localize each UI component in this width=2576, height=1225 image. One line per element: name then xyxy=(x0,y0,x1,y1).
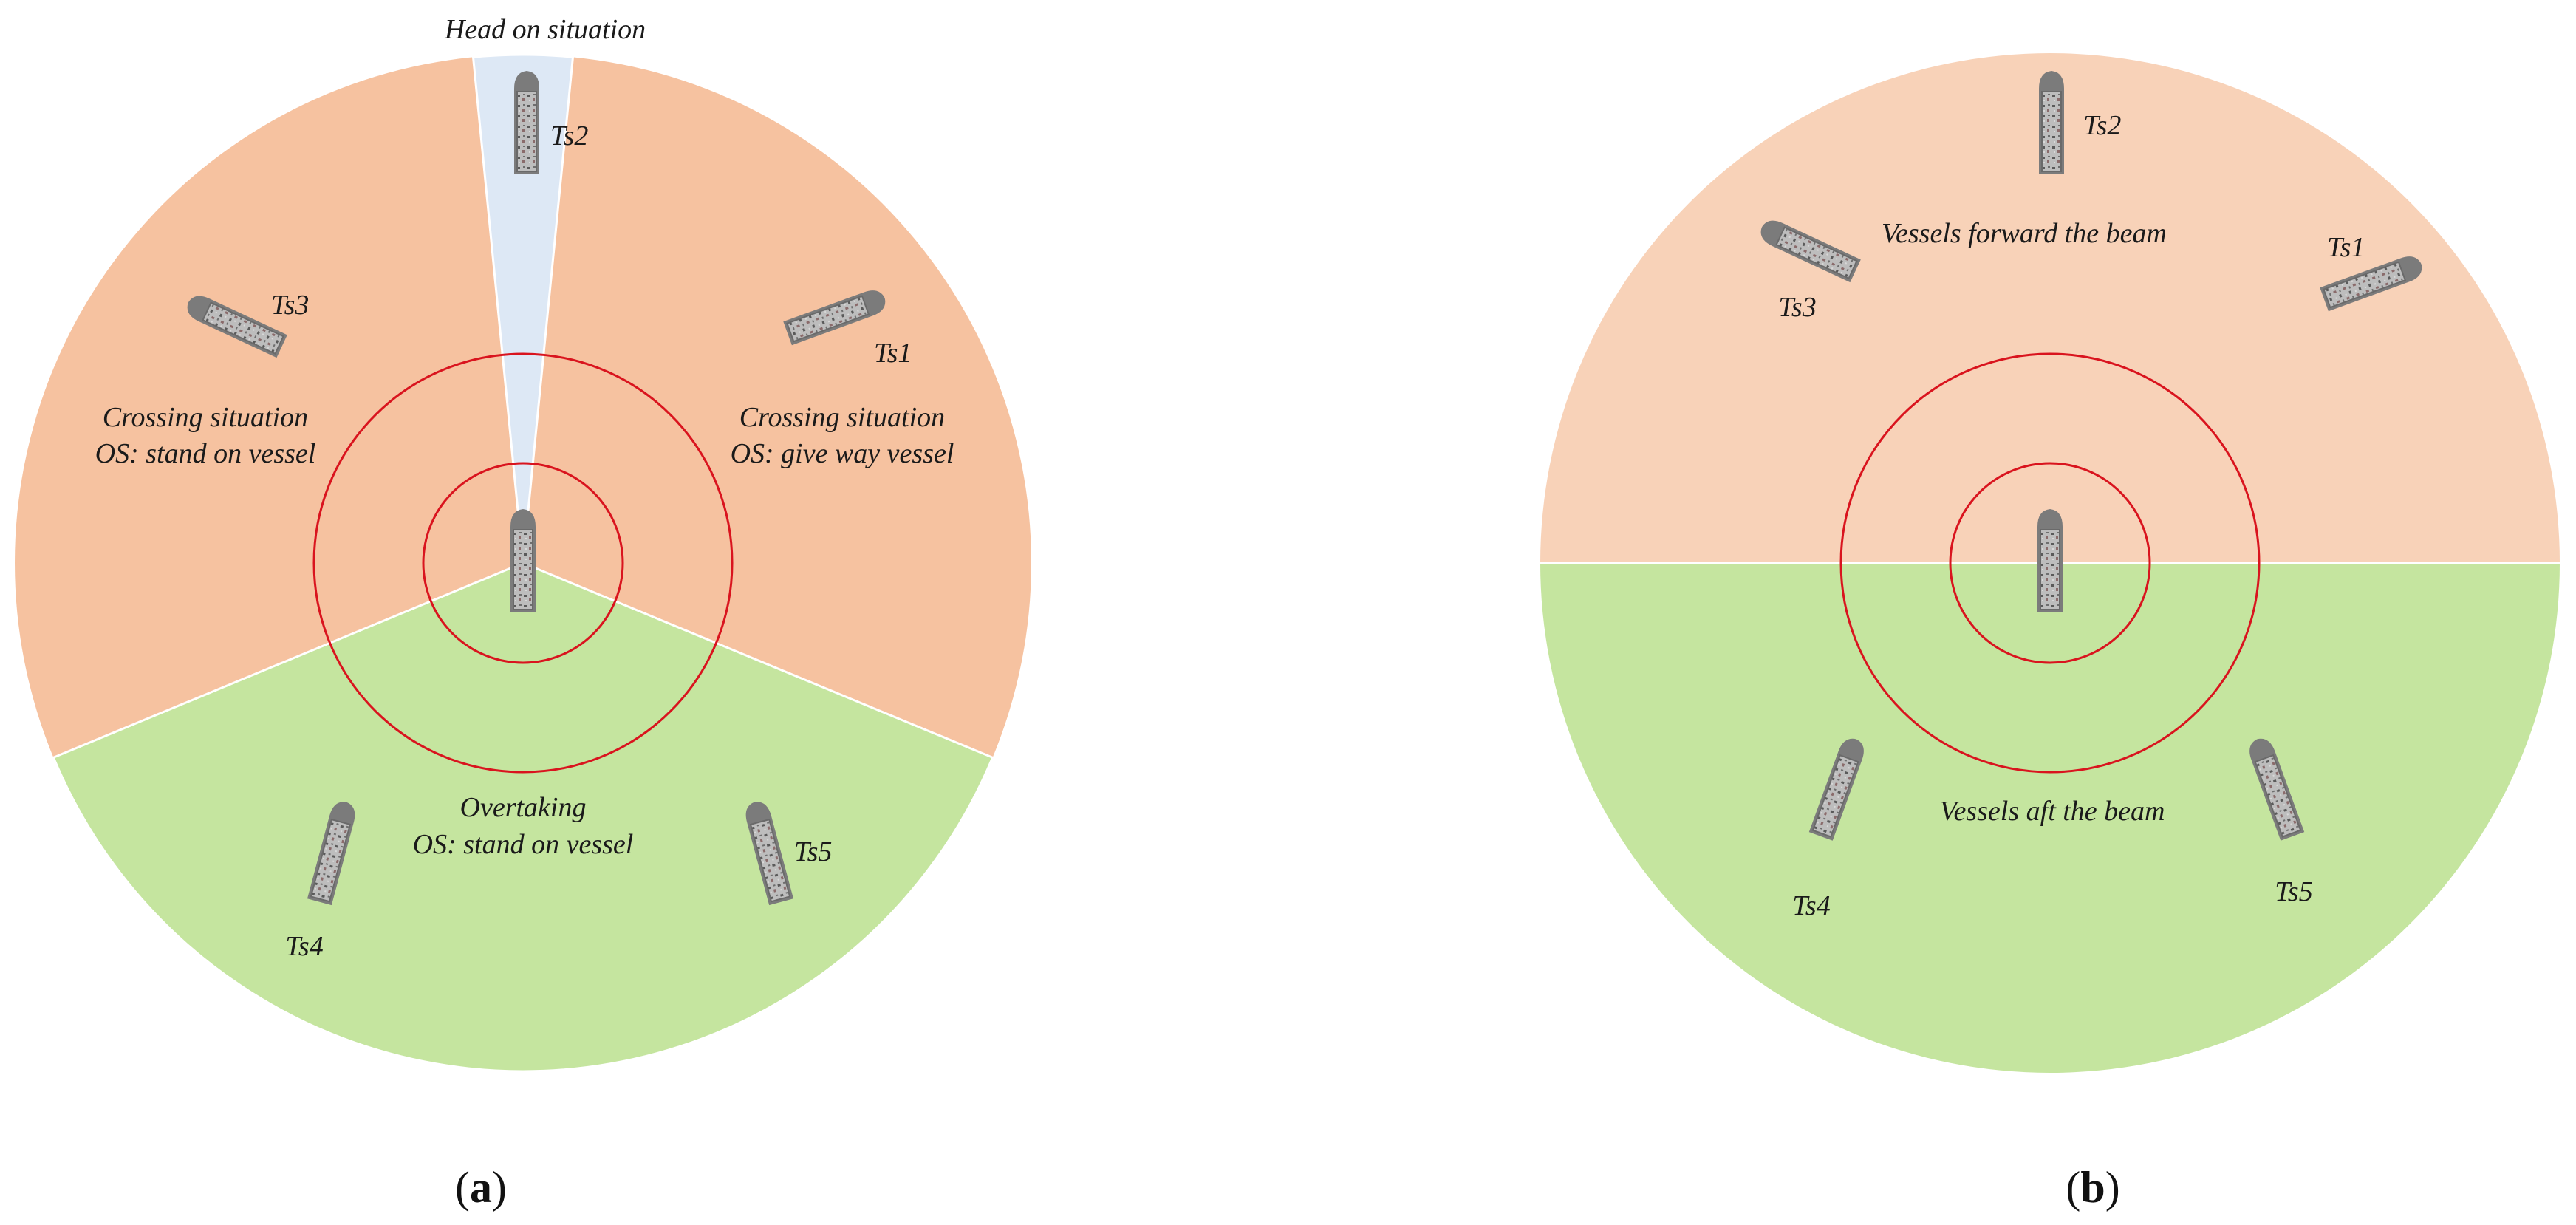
outer-ring-b xyxy=(1839,352,2261,774)
crossing-right-line2: OS: give way vessel xyxy=(731,438,954,469)
ts2-vessel-icon-a xyxy=(513,71,540,175)
panel-label-a-letter: a xyxy=(470,1163,492,1212)
panel-label-b-letter: b xyxy=(2080,1163,2105,1212)
inner-ring-a xyxy=(422,462,624,664)
head-on-sector-a xyxy=(471,53,575,564)
outer-ring-a xyxy=(312,352,734,774)
aft-beam-label: Vessels aft the beam xyxy=(1939,796,2165,827)
own-ship-icon-b xyxy=(2037,509,2063,613)
ts2-label-a: Ts2 xyxy=(550,120,588,151)
panel-b: Ts2 Vessels forward the beam Ts1 Ts3 Ves… xyxy=(1540,53,2560,1212)
panel-a: Head on situation Ts2 Ts3 Ts1 Crossing s… xyxy=(15,14,1031,1212)
crossing-left-line1: Crossing situation xyxy=(103,402,308,433)
panel-label-b-open: ( xyxy=(2066,1163,2080,1212)
ts1-label-b: Ts1 xyxy=(2327,232,2365,263)
crossing-right-line1: Crossing situation xyxy=(739,402,945,433)
panel-label-a-open: ( xyxy=(455,1163,470,1212)
ts5-label-a: Ts5 xyxy=(794,836,832,867)
ts2-label-b: Ts2 xyxy=(2083,110,2121,141)
ts4-label-a: Ts4 xyxy=(285,931,323,962)
head-on-label: Head on situation xyxy=(444,14,646,45)
ts3-label-a: Ts3 xyxy=(271,290,309,321)
crossing-left-line2: OS: stand on vessel xyxy=(95,438,316,469)
forward-beam-sector-b xyxy=(1540,53,2560,563)
inner-ring-b xyxy=(1949,462,2151,664)
ts4-label-b: Ts4 xyxy=(1792,890,1830,921)
panel-label-a: (a) xyxy=(455,1163,507,1212)
overtaking-sector-a xyxy=(52,562,994,1073)
overtaking-line1: Overtaking xyxy=(460,792,587,823)
ts5-label-b: Ts5 xyxy=(2275,876,2312,907)
panel-label-b: (b) xyxy=(2066,1163,2119,1212)
panel-label-b-close: ) xyxy=(2105,1163,2120,1212)
ts1-label-a: Ts1 xyxy=(874,338,912,369)
overtaking-line2: OS: stand on vessel xyxy=(413,829,634,860)
panel-label-a-close: ) xyxy=(492,1163,507,1212)
forward-beam-label: Vessels forward the beam xyxy=(1882,218,2167,249)
own-ship-icon-a xyxy=(510,509,536,613)
ts2-vessel-icon-b xyxy=(2038,71,2065,175)
ts3-label-b: Ts3 xyxy=(1778,292,1816,323)
aft-beam-sector-b xyxy=(1540,563,2560,1073)
